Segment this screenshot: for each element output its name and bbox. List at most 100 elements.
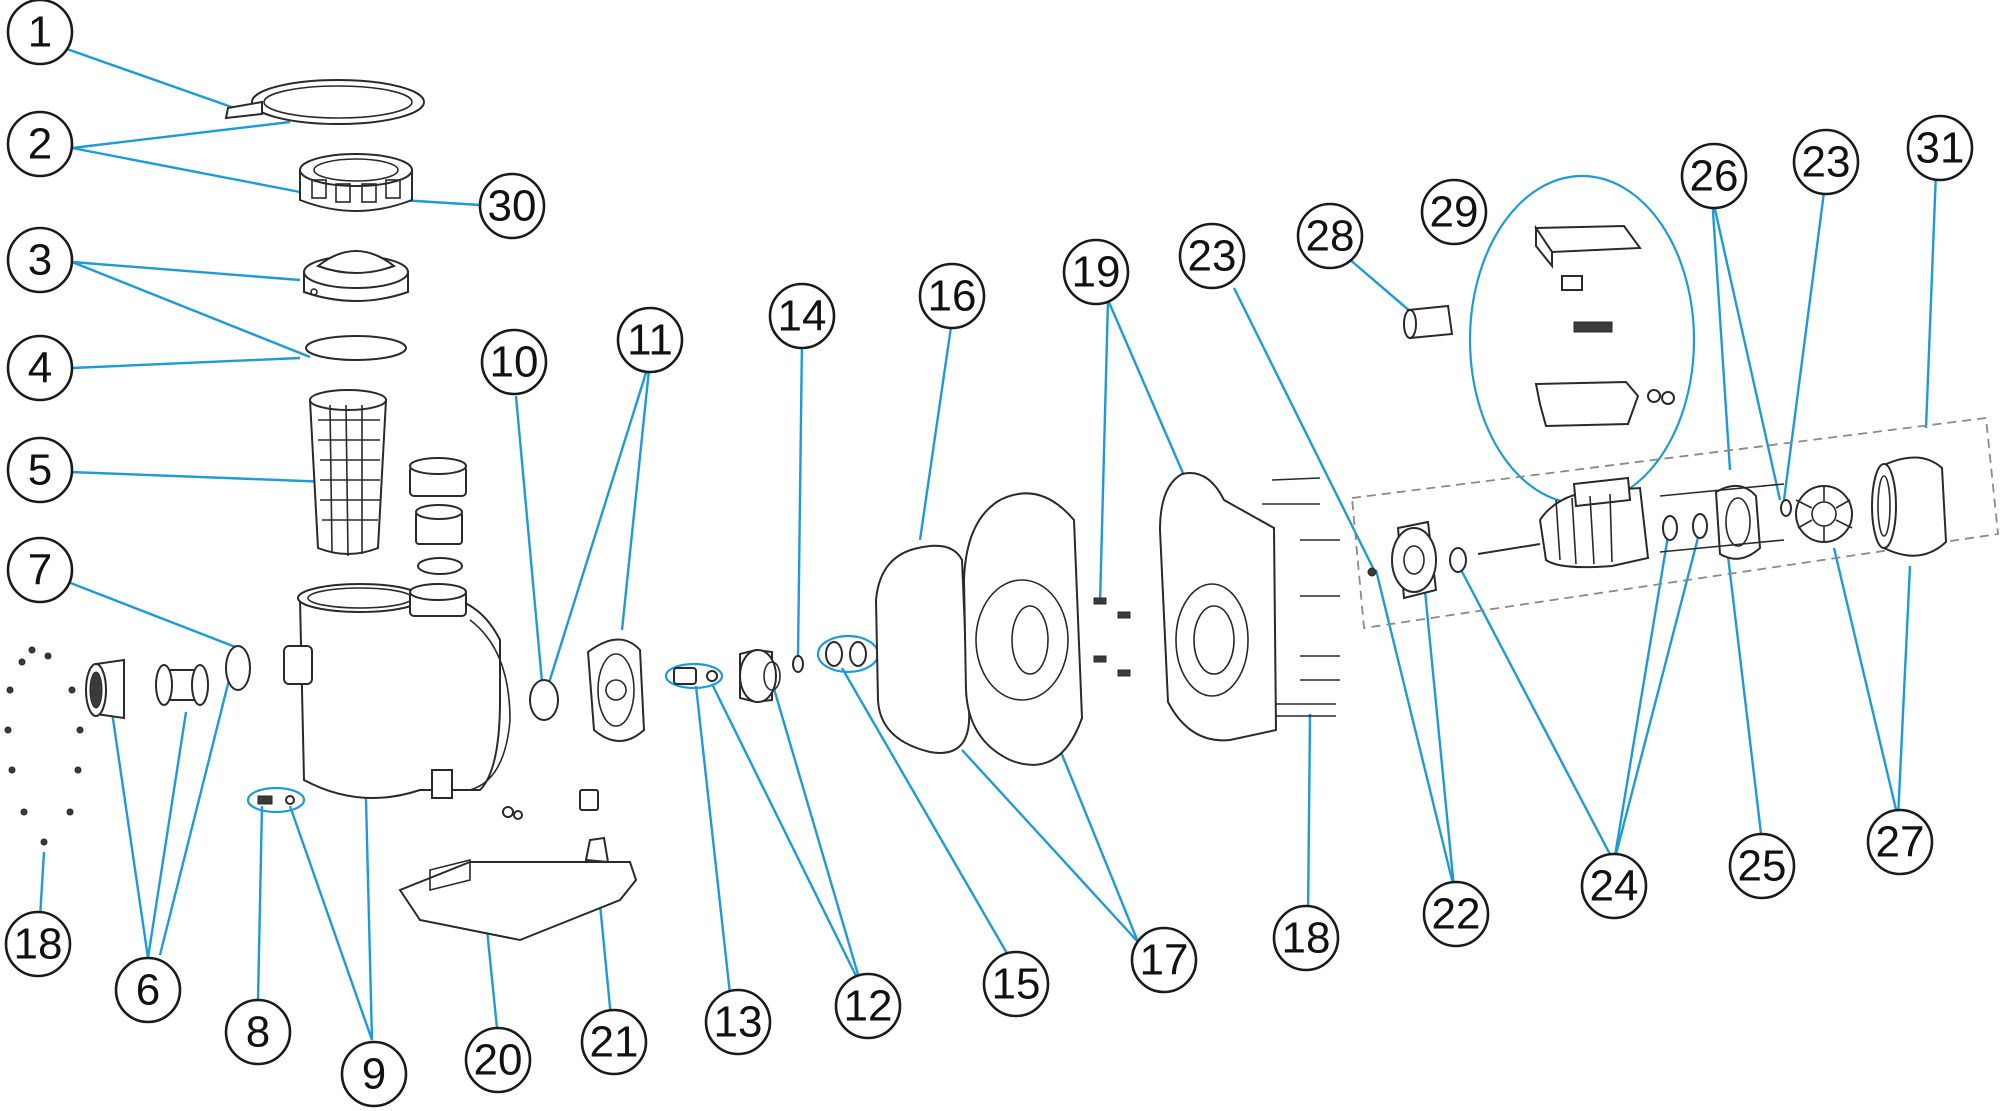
- leader-30: [399, 198, 481, 207]
- leader-2b: [71, 146, 301, 194]
- callout-15: 15: [982, 950, 1050, 1018]
- callout-31-label: 31: [1916, 124, 1965, 173]
- callout-14-label: 14: [778, 292, 827, 341]
- callout-25-label: 25: [1738, 842, 1787, 891]
- leader-18a: [38, 851, 46, 919]
- callout-19-label: 19: [1072, 248, 1121, 297]
- callout-27: 27: [1866, 808, 1934, 876]
- lid-wrench: [224, 79, 425, 125]
- cooling-fan: [1795, 485, 1853, 543]
- callout-2: 2: [6, 110, 74, 178]
- leader-6a: [110, 711, 150, 959]
- leader-26b: [1710, 195, 1782, 501]
- leader-1: [63, 46, 241, 112]
- parts: [4, 79, 1999, 942]
- callout-8: 8: [224, 998, 292, 1066]
- callout-26-label: 26: [1690, 152, 1739, 201]
- callout-20: 20: [464, 1026, 532, 1094]
- callout-12: 12: [834, 972, 902, 1040]
- callout-18b: 18: [1272, 904, 1340, 972]
- pump-base: [398, 789, 638, 942]
- mechanical-seal: [816, 634, 880, 674]
- callout-18a: 18: [4, 910, 72, 978]
- housing-gasket: [874, 544, 971, 754]
- leader-11a: [546, 359, 652, 687]
- leader-8: [256, 805, 264, 1001]
- callout-22: 22: [1422, 880, 1490, 948]
- leader-10: [514, 395, 544, 683]
- seal-plate: [962, 492, 1084, 766]
- leader-14: [796, 339, 804, 657]
- leader-18b: [1306, 713, 1312, 919]
- leader-22b: [1420, 559, 1456, 889]
- motor-assembly-box: [1351, 416, 1999, 630]
- leader-19a: [1098, 299, 1110, 605]
- callout-14: 14: [768, 282, 836, 350]
- callout-4: 4: [6, 334, 74, 402]
- callout-4-label: 4: [28, 344, 52, 393]
- leader-12b: [770, 681, 864, 989]
- leader-2a: [71, 120, 291, 150]
- callout-24-label: 24: [1590, 862, 1639, 911]
- callout-27-label: 27: [1876, 818, 1925, 867]
- callout-15-label: 15: [992, 960, 1041, 1009]
- callout-21: 21: [580, 1008, 648, 1076]
- union-set-small: [409, 457, 467, 575]
- leader-13: [694, 685, 734, 1013]
- leader-28: [1347, 257, 1419, 319]
- callout-9: 9: [340, 1040, 408, 1108]
- leader-27b: [1896, 565, 1912, 819]
- strainer-basket: [308, 389, 388, 557]
- fan-cover: [1871, 456, 1948, 557]
- leader-9a: [288, 805, 374, 1041]
- capacitor: [1403, 304, 1454, 340]
- callout-23b-label: 23: [1802, 138, 1851, 187]
- leader-17a: [961, 749, 1139, 943]
- leader-23a: [1232, 287, 1376, 571]
- callout-30: 30: [478, 172, 546, 240]
- rear-washer: [1780, 499, 1792, 517]
- callout-12-label: 12: [844, 982, 893, 1031]
- lid-cover: [303, 250, 409, 302]
- callout-10: 10: [480, 328, 548, 396]
- terminal-box-group: [1468, 174, 1696, 506]
- leader-12a: [710, 683, 864, 989]
- long-bolts: [1262, 477, 1340, 717]
- motor-front-bracket: [1367, 520, 1438, 600]
- leader-31: [1924, 171, 1938, 429]
- callout-11: 11: [616, 306, 684, 374]
- leader-24b: [1612, 523, 1672, 863]
- callout-8-label: 8: [246, 1008, 270, 1057]
- small-ring: [792, 655, 804, 673]
- rear-bearing: [1662, 515, 1678, 541]
- leader-25: [1726, 555, 1764, 843]
- callout-11-label: 11: [627, 316, 673, 365]
- callout-18a-label: 18: [14, 920, 63, 969]
- front-bearing: [1449, 547, 1467, 573]
- leader-3b: [71, 260, 311, 359]
- leader-4: [71, 356, 301, 370]
- impeller-group: [664, 648, 781, 704]
- leader-24c: [1612, 529, 1702, 863]
- callout-23a: 23: [1178, 222, 1246, 290]
- callout-3-label: 3: [28, 236, 52, 285]
- diffuser-o-ring: [529, 679, 559, 721]
- motor-body: [1477, 476, 1650, 569]
- lid-o-ring: [305, 335, 407, 361]
- callout-18b-label: 18: [1282, 914, 1331, 963]
- callout-17: 17: [1130, 926, 1198, 994]
- leader-22a: [1374, 569, 1456, 889]
- drain-plug: [246, 786, 306, 814]
- callout-7-label: 7: [28, 546, 52, 595]
- callout-3: 3: [6, 226, 74, 294]
- pump-housing: [283, 583, 511, 799]
- callout-13-label: 13: [714, 998, 763, 1047]
- leader-19b: [1106, 299, 1194, 495]
- wave-washer: [1692, 513, 1708, 539]
- leader-3a: [71, 260, 301, 282]
- seal-plate-bolts: [1093, 597, 1131, 677]
- callout-20-label: 20: [474, 1036, 523, 1085]
- callout-2-label: 2: [28, 120, 52, 169]
- leader-26a: [1710, 195, 1732, 471]
